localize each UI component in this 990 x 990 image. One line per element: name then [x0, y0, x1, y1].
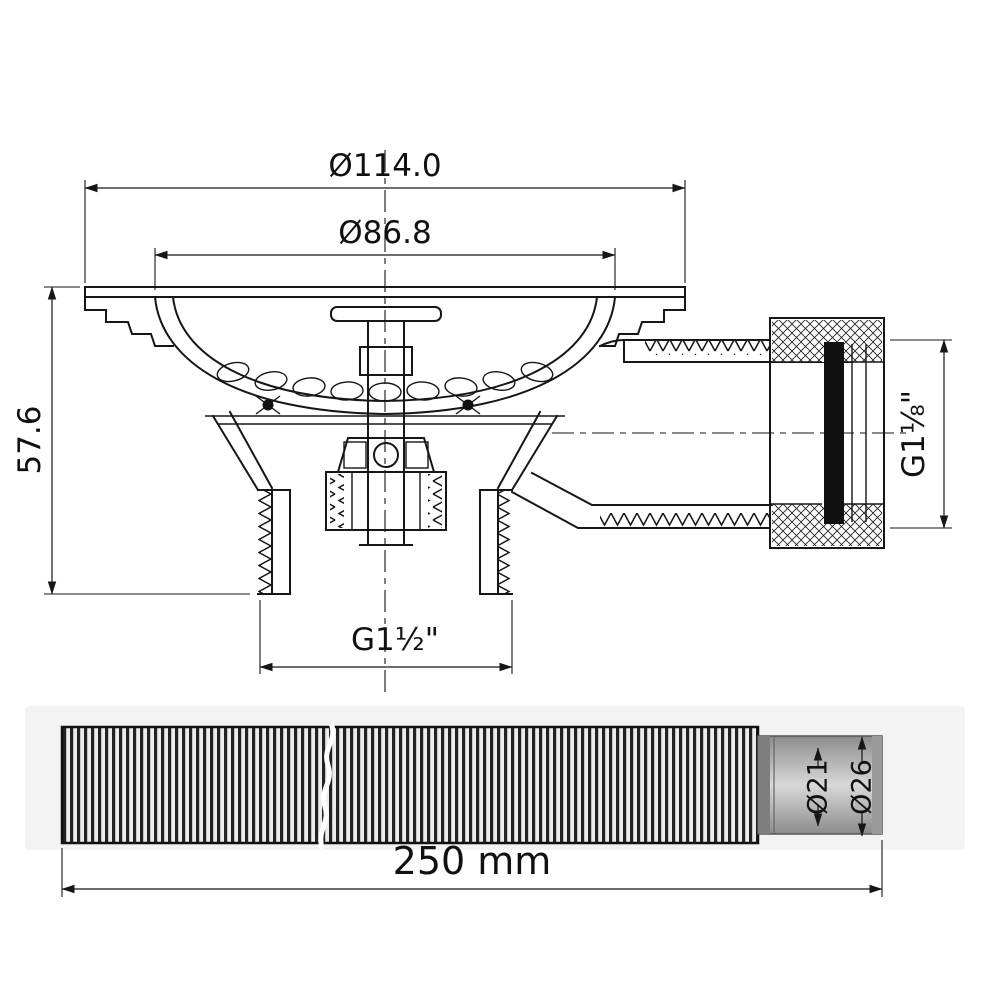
seat-hatch-right — [405, 441, 429, 469]
pivot-ball — [373, 442, 399, 468]
dimension-hose-length: 250 mm — [61, 839, 883, 897]
dimension-height: 57.6 — [12, 286, 250, 595]
locknut-thread-left — [330, 474, 344, 528]
washer-stack — [205, 415, 565, 425]
dimension-bottom-thread: G1½" — [259, 600, 513, 674]
hose-drawing: Ø21 Ø26 250 mm — [25, 706, 965, 897]
strainer-section-drawing: Ø114.0 Ø86.8 57.6 G1½" G1⅛" — [12, 148, 952, 692]
pipe-thread-bottom — [600, 513, 770, 528]
dim-side-thread-label: G1⅛" — [896, 390, 932, 478]
dim-outer-diameter-label: Ø114.0 — [328, 148, 441, 184]
dimension-hose-outer: Ø26 — [847, 736, 878, 837]
stem-t-handle — [330, 306, 442, 322]
dim-inner-diameter-label: Ø86.8 — [338, 215, 431, 251]
bottom-threaded-outlet — [257, 489, 513, 595]
pipe-thread-top — [645, 340, 770, 355]
lock-nut — [325, 471, 447, 531]
dimension-side-thread: G1⅛" — [890, 339, 952, 529]
side-outlet-pipe — [510, 339, 853, 529]
sink-flange — [84, 286, 686, 347]
locknut-thread-right — [428, 474, 442, 528]
outlet-thread-left — [258, 490, 272, 594]
dimension-inner-diameter: Ø86.8 — [154, 215, 616, 290]
stem-shaft — [367, 320, 405, 546]
dim-bottom-thread-label: G1½" — [351, 622, 439, 658]
washer-lines — [851, 344, 867, 522]
seal-mark-left — [255, 395, 281, 415]
rubber-seal-ring — [824, 342, 844, 524]
hose-break-line — [318, 722, 336, 850]
strainer-basket — [153, 295, 617, 416]
center-stem-assembly — [325, 306, 447, 546]
dim-hose-length-label: 250 mm — [393, 839, 552, 883]
coupling-nut — [769, 317, 885, 549]
outlet-thread-right — [498, 490, 512, 594]
funnel-body — [211, 410, 559, 492]
connector-collar — [758, 736, 770, 834]
dim-hose-outer-label: Ø26 — [847, 759, 878, 815]
connector-end — [872, 736, 882, 834]
seat-hatch-left — [343, 441, 367, 469]
seal-mark-right — [455, 395, 481, 415]
corrugated-hose — [60, 725, 760, 845]
stem-collar — [359, 346, 413, 376]
dimension-hose-inner: Ø21 — [803, 747, 834, 827]
dimension-outer-diameter: Ø114.0 — [84, 148, 686, 283]
dim-hose-inner-label: Ø21 — [803, 759, 834, 815]
dim-height-label: 57.6 — [12, 405, 48, 474]
